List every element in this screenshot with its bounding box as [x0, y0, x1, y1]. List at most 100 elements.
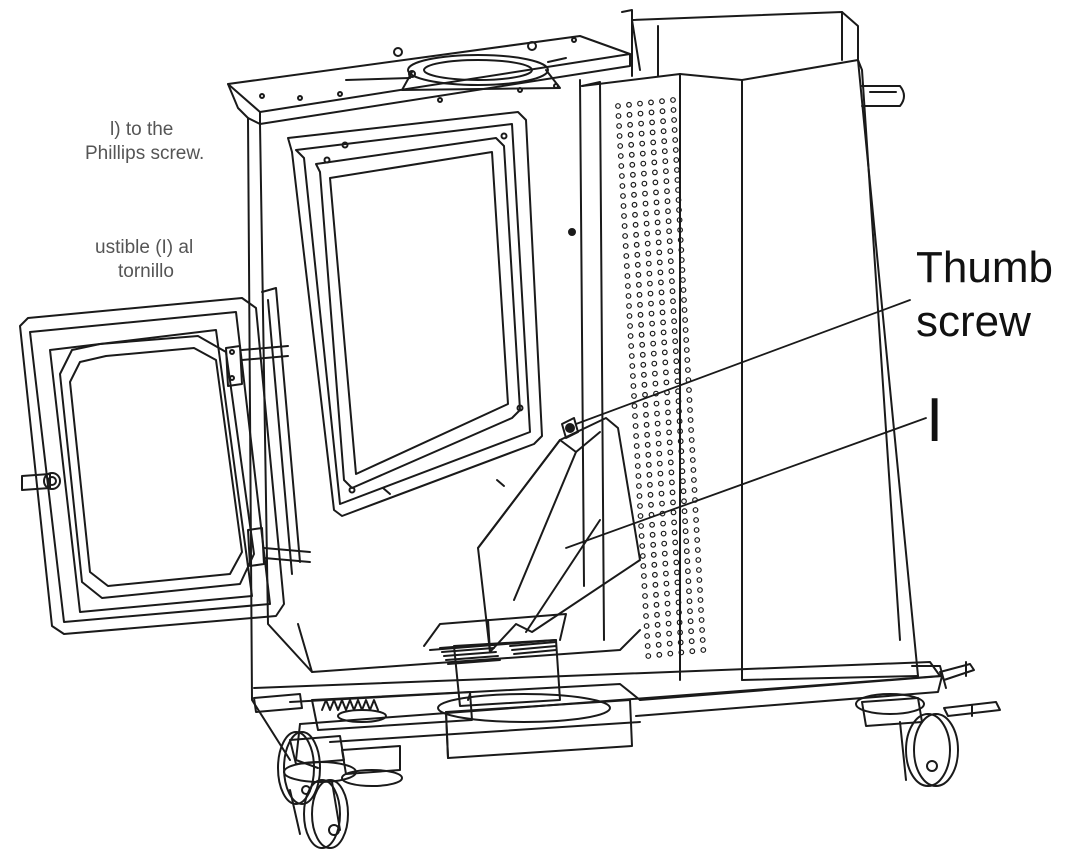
perforation-hole [651, 360, 658, 367]
perforation-hole [616, 123, 622, 129]
perforation-hole [639, 351, 646, 358]
perforation-hole [651, 561, 658, 568]
perforation-hole [630, 383, 637, 389]
perforation-hole [627, 333, 634, 339]
instruction-english-line-1: l) to the [110, 119, 174, 140]
perforation-hole [630, 373, 636, 379]
perforation-hole [631, 191, 637, 198]
perforation-hole [643, 613, 649, 619]
perforation-hole [684, 357, 691, 363]
perforation-hole [682, 317, 688, 323]
perforation-hole [681, 508, 688, 515]
perforation-hole [637, 100, 643, 107]
perforation-hole [671, 328, 678, 335]
perforation-hole [665, 218, 672, 225]
perforation-hole [674, 569, 680, 576]
perforation-hole [670, 97, 676, 103]
perforation-hole [639, 140, 646, 147]
perforation-hole [655, 440, 662, 447]
perforation-hole [648, 300, 654, 307]
perforation-hole [622, 243, 629, 249]
perforation-hole [652, 571, 658, 578]
perforation-hole [647, 290, 654, 297]
perforation-hole [673, 559, 680, 566]
perforation-hole [648, 501, 654, 508]
perforation-hole [663, 570, 669, 577]
perforation-hole [632, 221, 639, 228]
perforation-hole [698, 607, 704, 613]
perforation-hole [680, 287, 687, 293]
perforation-hole [637, 110, 644, 117]
perforation-hole [670, 107, 677, 113]
instruction-english-line-2: Phillips screw. [85, 143, 205, 164]
perforation-hole [641, 180, 648, 187]
perforation-hole [672, 549, 679, 556]
perforation-hole [689, 457, 696, 463]
perforation-hole [686, 387, 692, 393]
perforation-hole [650, 551, 657, 558]
perforation-hole [689, 648, 696, 655]
perforation-hole [672, 137, 679, 143]
perforation-hole [659, 500, 665, 507]
perforation-hole [685, 568, 691, 575]
perforation-hole [658, 289, 665, 296]
perforation-hole [637, 311, 644, 318]
perforation-hole [631, 403, 638, 409]
perforation-hole [645, 461, 652, 468]
perforation-hole [679, 267, 686, 273]
perforation-hole [639, 150, 646, 157]
perforation-hole [649, 330, 656, 337]
perforation-hole [661, 339, 668, 346]
perforation-hole [634, 453, 641, 459]
perforation-hole [667, 650, 674, 657]
perforation-hole [627, 131, 634, 138]
perforation-hole [681, 307, 688, 313]
perforation-hole [628, 343, 635, 349]
perforation-hole [672, 348, 679, 355]
perforation-hole [677, 629, 683, 636]
perforation-hole [663, 379, 670, 386]
perforation-hole [658, 480, 664, 487]
perforation-hole [678, 649, 685, 656]
perforation-hole [670, 509, 677, 516]
perforation-hole [629, 363, 636, 369]
perforation-hole [675, 187, 681, 193]
perforation-hole [687, 407, 693, 413]
perforation-hole [674, 368, 680, 375]
perforation-hole [639, 341, 646, 348]
perforation-hole [692, 507, 699, 513]
perforation-hole [620, 193, 626, 199]
perforation-hole [628, 151, 635, 158]
perforation-hole [663, 580, 670, 587]
perforation-hole [641, 583, 648, 589]
stove-base [253, 613, 943, 769]
perforation-hole [675, 197, 682, 203]
perforation-hole [640, 563, 647, 569]
perforation-hole [642, 190, 648, 197]
glass-window-frame [287, 111, 576, 517]
perforation-hole [646, 270, 653, 277]
perforation-hole [629, 161, 636, 168]
perforation-hole [636, 483, 642, 489]
perforation-hole [637, 513, 644, 519]
instruction-spanish-line-2: tornillo [118, 261, 174, 282]
perforation-hole [659, 108, 666, 115]
perforation-hole [680, 277, 686, 283]
callout-thumb-screw-line-2: screw [916, 297, 1031, 346]
perforation-hole [655, 631, 661, 638]
perforation-hole [677, 639, 684, 646]
perforation-hole [672, 147, 679, 153]
perforation-hole [652, 380, 659, 387]
perforation-hole [695, 557, 702, 563]
perforation-hole [638, 130, 645, 137]
perforation-hole [660, 118, 666, 125]
perforation-hole [625, 283, 631, 289]
perforation-hole [681, 498, 687, 505]
perforation-hole [644, 230, 650, 237]
perforation-hole [637, 301, 643, 308]
perforation-hole [680, 488, 687, 495]
perforation-hole [641, 381, 648, 388]
perforation-hole [665, 409, 671, 416]
perforation-hole [643, 421, 650, 428]
perforation-hole [649, 320, 655, 327]
